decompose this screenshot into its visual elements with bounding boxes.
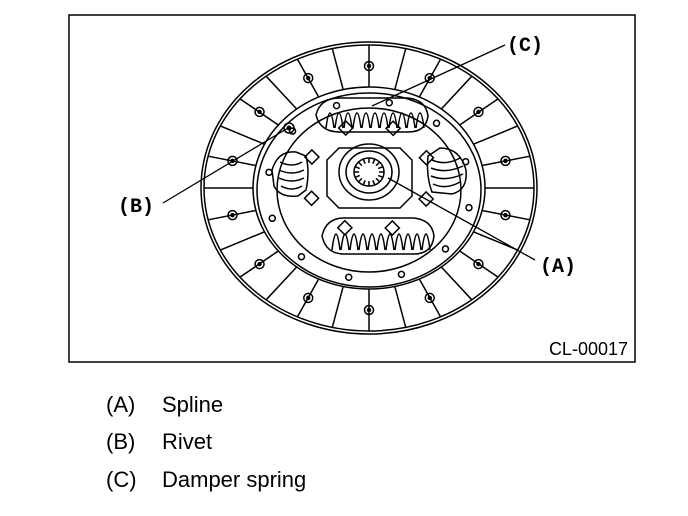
damper-spring-top: [315, 97, 429, 133]
legend-item-c: (C) Damper spring: [106, 467, 306, 493]
figure-code: CL-00017: [549, 339, 628, 359]
leader-line-a: [387, 177, 536, 261]
hub-outer: [338, 143, 400, 201]
figure-frame: [68, 14, 636, 363]
plate-holes: [265, 99, 473, 281]
legend-text: Rivet: [162, 429, 213, 454]
clutch-disc-drawing: [200, 41, 538, 335]
facing-rivets: [227, 60, 511, 316]
spline-teeth: [354, 158, 384, 186]
retaining-plate-edge: [256, 92, 482, 288]
leader-line-c: [371, 44, 506, 107]
legend-code: (C): [106, 467, 137, 492]
clutch-disc-figure: (C) (B) (A) CL-00017: [68, 14, 636, 363]
legend-item-a: (A) Spline: [106, 392, 223, 418]
hub-flange: [326, 147, 413, 209]
leader-line-b: [162, 127, 289, 204]
friction-disc-outer-edge: [200, 41, 538, 335]
legend-item-b: (B) Rivet: [106, 429, 212, 455]
legend-text: Damper spring: [162, 467, 307, 492]
callout-b: (B): [118, 196, 154, 219]
damper-spring-left: [271, 151, 309, 198]
damper-spring-right: [426, 147, 467, 195]
hub-boss: [345, 150, 393, 194]
legend-code: (A): [106, 392, 136, 417]
callout-c: (C): [507, 35, 543, 58]
legend-code: (B): [106, 429, 136, 454]
damper-spring-bottom: [321, 217, 435, 255]
legend-text: Spline: [162, 392, 224, 417]
callout-a: (A): [540, 256, 576, 279]
